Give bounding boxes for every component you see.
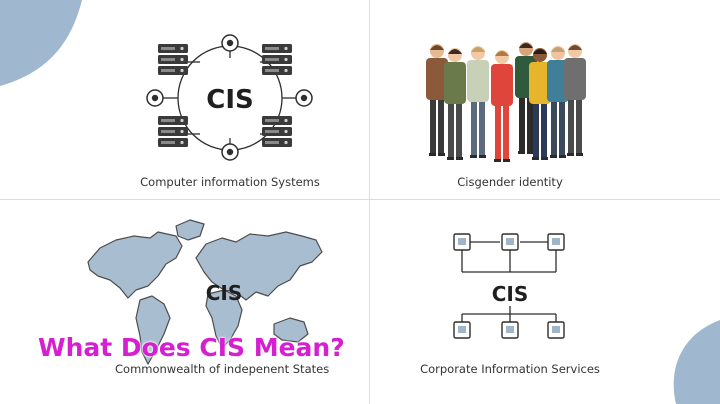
terminal-icon bbox=[547, 233, 565, 251]
computer-cis-label: CIS bbox=[206, 85, 253, 115]
south-america-shape bbox=[135, 295, 171, 365]
person-figure bbox=[547, 46, 569, 158]
server-icon bbox=[158, 44, 188, 75]
north-america-shape bbox=[87, 231, 183, 299]
map-caption: Commonwealth of indepenent States bbox=[115, 362, 330, 376]
gender-caption: Cisgender identity bbox=[457, 175, 563, 189]
horizontal-divider bbox=[0, 199, 720, 200]
connector-lines bbox=[461, 241, 557, 324]
node-icons bbox=[146, 34, 313, 161]
australia-shape bbox=[273, 317, 309, 343]
server-icon bbox=[262, 116, 292, 147]
map-cis-label: CIS bbox=[206, 281, 243, 305]
page-headline: What Does CIS Mean? bbox=[38, 333, 345, 362]
person-figure bbox=[426, 44, 448, 156]
bottom-right-blob bbox=[673, 320, 720, 404]
terminal-icon bbox=[547, 321, 565, 339]
africa-shape bbox=[205, 289, 243, 349]
corporate-cis-label: CIS bbox=[492, 282, 529, 306]
greenland-shape bbox=[175, 219, 205, 241]
person-figure bbox=[444, 48, 466, 160]
terminal-icon bbox=[501, 233, 519, 251]
corporate-caption: Corporate Information Services bbox=[420, 362, 600, 376]
server-icon bbox=[262, 44, 292, 75]
server-icon bbox=[158, 116, 188, 147]
person-figure bbox=[467, 46, 489, 158]
person-figure bbox=[491, 50, 513, 162]
eurasia-shape bbox=[195, 231, 323, 301]
server-rack-icons bbox=[158, 44, 292, 147]
terminal-icons bbox=[453, 233, 565, 339]
person-figure bbox=[529, 48, 551, 160]
top-left-blob bbox=[0, 0, 82, 86]
terminal-icon bbox=[453, 233, 471, 251]
person-figure bbox=[564, 44, 586, 156]
terminal-icon bbox=[501, 321, 519, 339]
vertical-divider bbox=[369, 0, 370, 404]
terminal-icon bbox=[453, 321, 471, 339]
computer-caption: Computer information Systems bbox=[140, 175, 320, 189]
